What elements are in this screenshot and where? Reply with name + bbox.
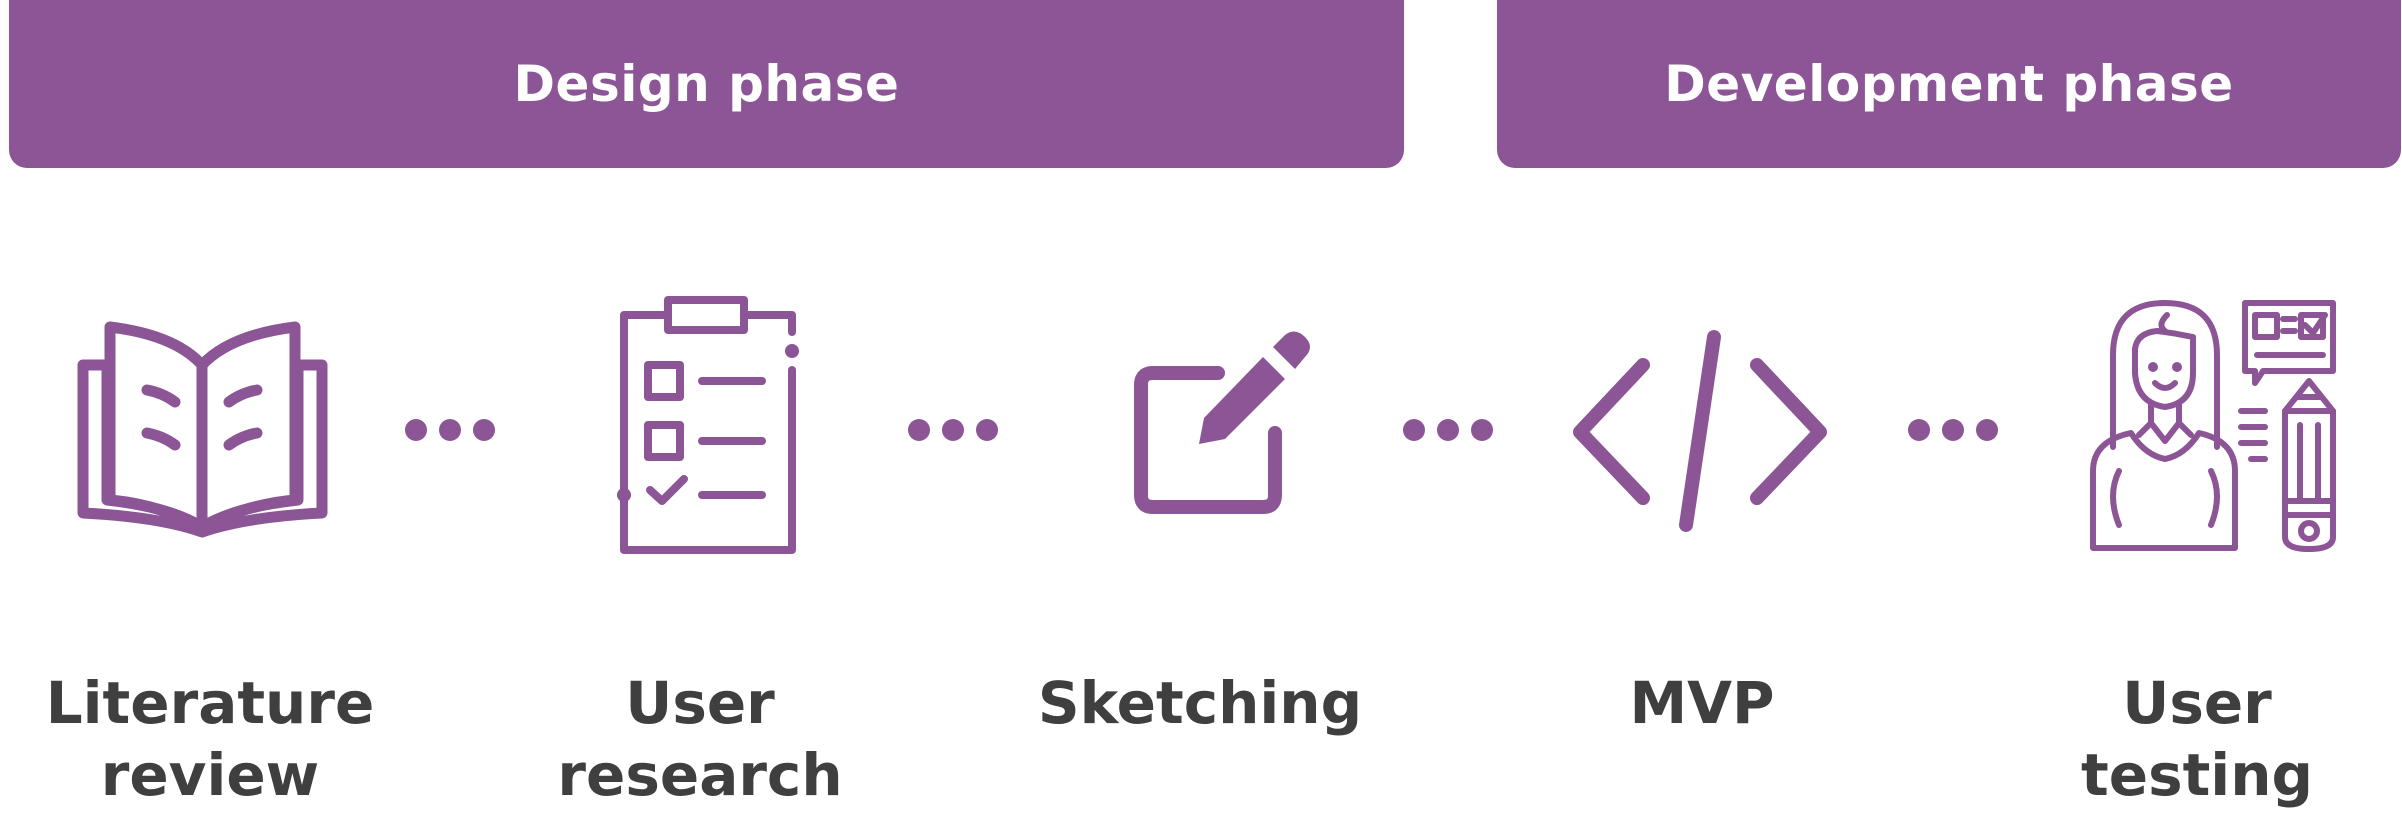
step-label-line: User: [625, 669, 775, 737]
step-label-line: research: [557, 741, 843, 809]
step-label-line: Sketching: [1037, 669, 1363, 737]
step-label-user-research: User research: [510, 667, 890, 811]
design-phase-title: Design phase: [513, 55, 900, 113]
step-label-line: MVP: [1629, 669, 1775, 737]
step-label-line: Literature: [45, 669, 375, 737]
step-label-line: User: [2122, 669, 2272, 737]
code-brackets-icon: [1573, 330, 1827, 532]
step-label-line: review: [100, 741, 320, 809]
development-phase-header: Development phase: [1497, 0, 2401, 168]
step-label-mvp: MVP: [1512, 667, 1892, 739]
design-phase-header: Design phase: [9, 0, 1404, 168]
open-book-icon: [77, 321, 328, 538]
step-label-user-testing: User testing: [2007, 667, 2387, 811]
ellipsis-connector-icon: [1908, 419, 1998, 441]
step-label-literature-review: Literature review: [20, 667, 400, 811]
clipboard-checklist-icon: [617, 296, 799, 554]
development-phase-title: Development phase: [1664, 55, 2234, 113]
ellipsis-connector-icon: [405, 419, 495, 441]
step-label-sketching: Sketching: [1010, 667, 1390, 739]
user-testing-icon: [2090, 300, 2336, 552]
ellipsis-connector-icon: [908, 419, 998, 441]
step-label-line: testing: [2081, 741, 2313, 809]
ellipsis-connector-icon: [1403, 419, 1493, 441]
edit-pencil-icon: [1134, 331, 1310, 514]
